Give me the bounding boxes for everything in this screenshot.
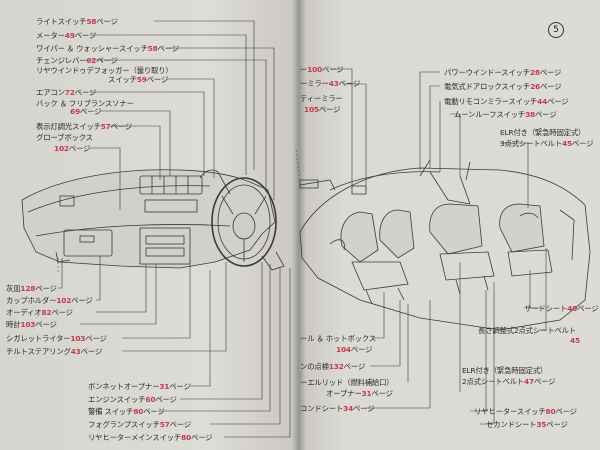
leader-lines bbox=[58, 20, 547, 438]
label-inspection: ンの点検132ページ bbox=[300, 362, 366, 371]
label-alarm-switch: 警備 スイッチ80ページ bbox=[88, 407, 165, 416]
label-mirror: ーミラー43ページ bbox=[300, 79, 361, 88]
label-rear-heater-main-switch: リヤヒーターメインスイッチ80ページ bbox=[88, 433, 213, 442]
label-second-seat-front: コンドシート34ページ bbox=[300, 404, 375, 413]
label-moonroof-switch: ムーンルーフスイッチ38ページ bbox=[454, 110, 557, 119]
label-clock: 時計103ページ bbox=[6, 320, 57, 329]
label-engine-switch: エンジンスイッチ60ページ bbox=[88, 395, 177, 404]
cabin-illustration bbox=[299, 159, 591, 331]
label-sonar: バック ＆ フリブランスソナー bbox=[36, 99, 134, 108]
label-two-point-belt: 2点式シートベルト47ページ bbox=[462, 377, 556, 386]
label-cigarette-lighter: シガレットライター103ページ bbox=[6, 334, 107, 343]
label-cup-holder: カップホルダー102ページ bbox=[6, 296, 93, 305]
label-two-point-belt-page: 45 bbox=[570, 336, 580, 345]
label-dimmer-switch: 表示灯調光スイッチ57ページ bbox=[36, 122, 133, 131]
label-bonnet-opener: ボンネットオープナー31ページ bbox=[88, 382, 191, 391]
label-third-seat: サードシート40ページ bbox=[524, 304, 599, 313]
label-right-100: ー100ページ bbox=[300, 65, 344, 74]
label-glove-box: グローブボックス bbox=[36, 133, 93, 142]
label-aircon: エアコン72ページ bbox=[36, 88, 97, 97]
label-hot-box: ール ＆ ホットボックス bbox=[300, 334, 376, 343]
label-three-point-belt: 3点式シートベルト45ページ bbox=[500, 139, 594, 148]
label-rear-heater-switch: リヤヒータースイッチ80ページ bbox=[474, 407, 577, 416]
label-vanity-mirror-page: 105ページ bbox=[304, 105, 341, 114]
label-door-lock-switch: 電気式ドアロックスイッチ26ページ bbox=[444, 82, 562, 91]
label-change-lever: チェンジレバー62ページ bbox=[36, 56, 118, 65]
label-wiper-switch: ワイパー ＆ ウォッシャースイッチ58ページ bbox=[36, 44, 179, 53]
label-vanity-mirror: ティーミラー bbox=[300, 94, 343, 103]
label-defogger-switch: スイッチ59ページ bbox=[108, 75, 169, 84]
label-ashtray: 灰皿128ページ bbox=[6, 284, 57, 293]
label-power-window-switch: パワーウインドースイッチ28ページ bbox=[444, 68, 562, 77]
label-hot-box-page: 104ページ bbox=[336, 345, 373, 354]
label-tilt-steering: チルトステアリング43ページ bbox=[6, 347, 103, 356]
label-rear-defogger: リヤウインドゥデフォッガー（曇り取り） bbox=[36, 66, 173, 75]
label-two-point-belt-adjustable: 長さ調整式2点式シートベルト bbox=[478, 326, 576, 335]
label-sonar-page: 69ページ bbox=[70, 107, 102, 116]
label-light-switch: ライトスイッチ58ページ bbox=[36, 17, 118, 26]
label-remote-mirror-switch: 電動リモコンミラースイッチ44ページ bbox=[444, 97, 569, 106]
label-fog-lamp-switch: フォグランプスイッチ57ページ bbox=[88, 420, 192, 429]
page-number: 5 bbox=[548, 22, 564, 38]
label-audio: オーディオ82ページ bbox=[6, 308, 73, 317]
label-elr-front: ELR付き（緊急時固定式） bbox=[500, 128, 586, 137]
label-fuel-lid: ーエルリッド（燃料補給口） bbox=[300, 378, 394, 387]
label-elr-rear: ELR付き（緊急時固定式） bbox=[462, 366, 548, 375]
label-glove-box-page: 102ページ bbox=[54, 144, 91, 153]
dashboard-illustration bbox=[21, 169, 285, 271]
book-gutter bbox=[292, 0, 306, 450]
label-meter: メーター49ページ bbox=[36, 31, 97, 40]
label-fuel-lid-opener: オープナー31ページ bbox=[326, 389, 393, 398]
label-second-seat: セカンドシート35ページ bbox=[486, 420, 568, 429]
